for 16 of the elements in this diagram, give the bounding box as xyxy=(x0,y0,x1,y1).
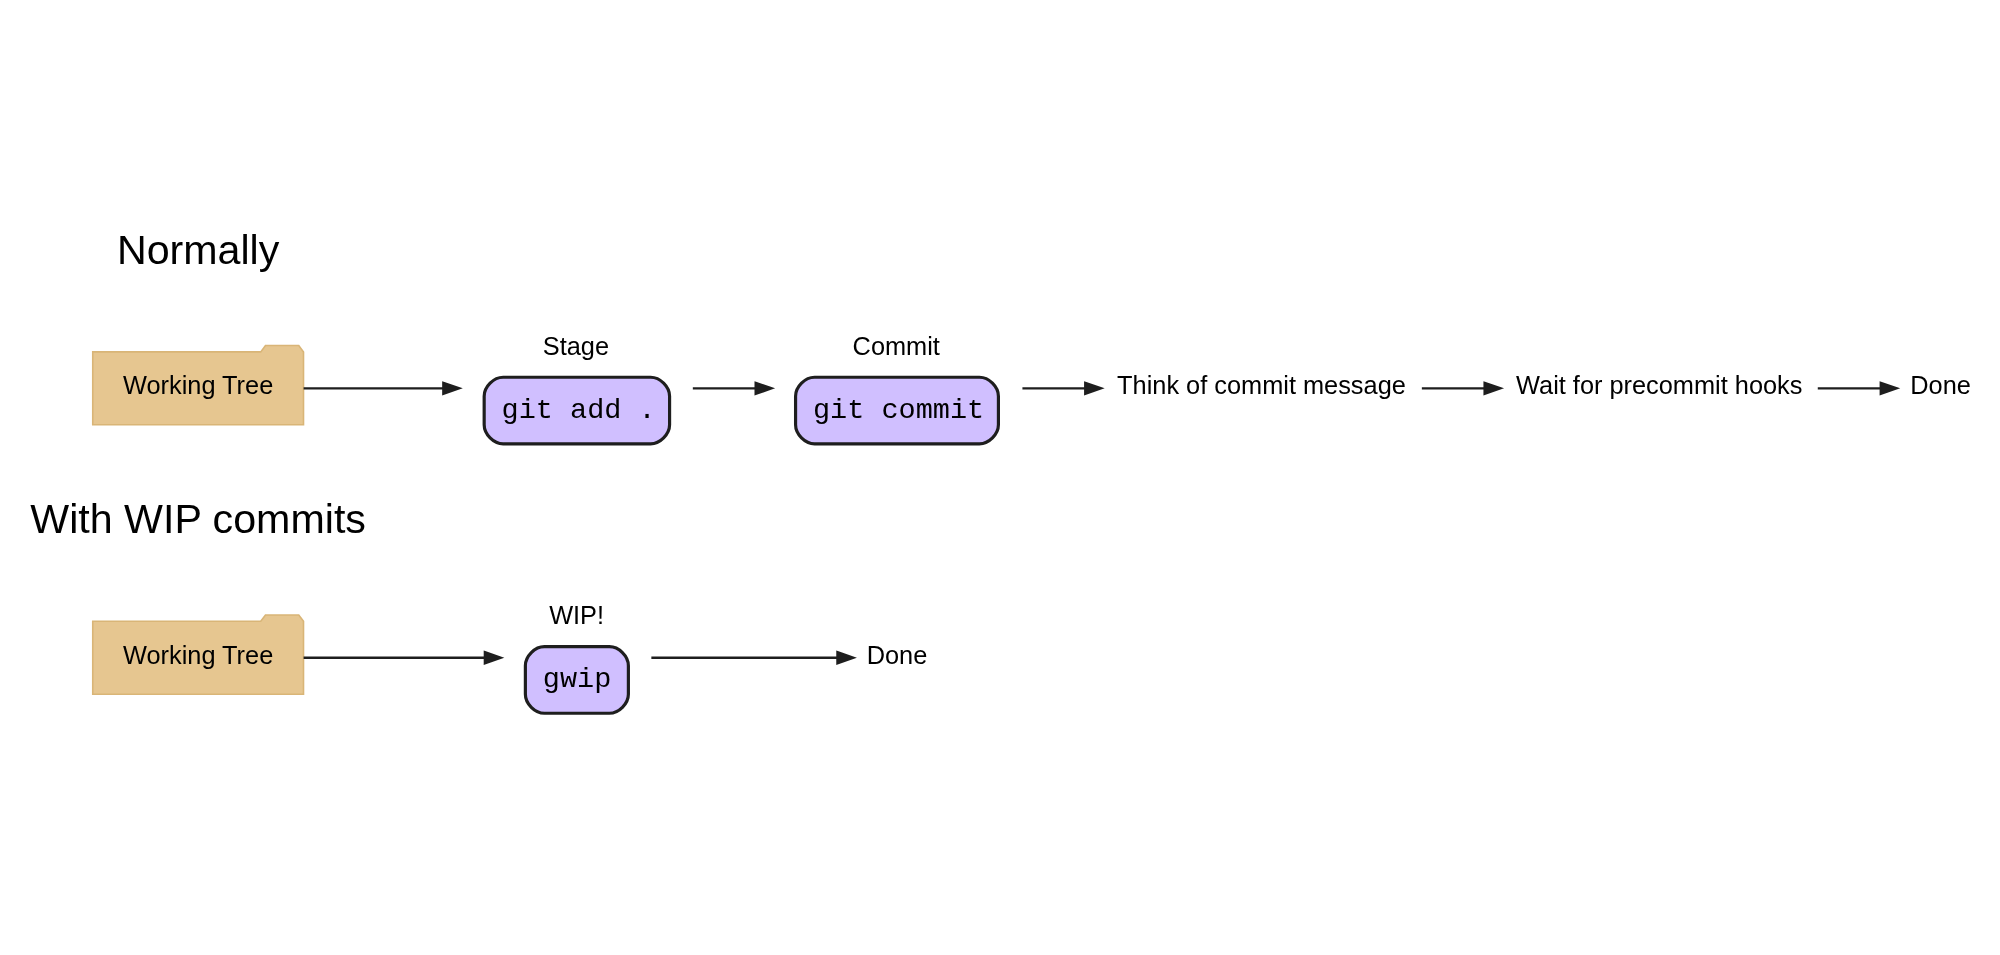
arrow xyxy=(303,650,505,665)
node-text: Wait for precommit hooks xyxy=(1516,371,1803,400)
node-label: Commit xyxy=(852,331,940,360)
arrow xyxy=(692,381,776,396)
label: Normally xyxy=(116,226,280,273)
node-label: WIP! xyxy=(549,601,605,630)
arrow xyxy=(651,650,857,665)
node-label: Stage xyxy=(542,331,610,360)
label: With WIP commits xyxy=(30,496,366,543)
node-text: Done xyxy=(866,640,928,669)
arrow xyxy=(1022,381,1105,396)
node-text: Think of commit message xyxy=(1117,371,1406,400)
arrow xyxy=(1421,381,1505,396)
arrow xyxy=(303,381,463,396)
arrow xyxy=(1817,381,1901,396)
node-text: Done xyxy=(1910,371,1971,400)
